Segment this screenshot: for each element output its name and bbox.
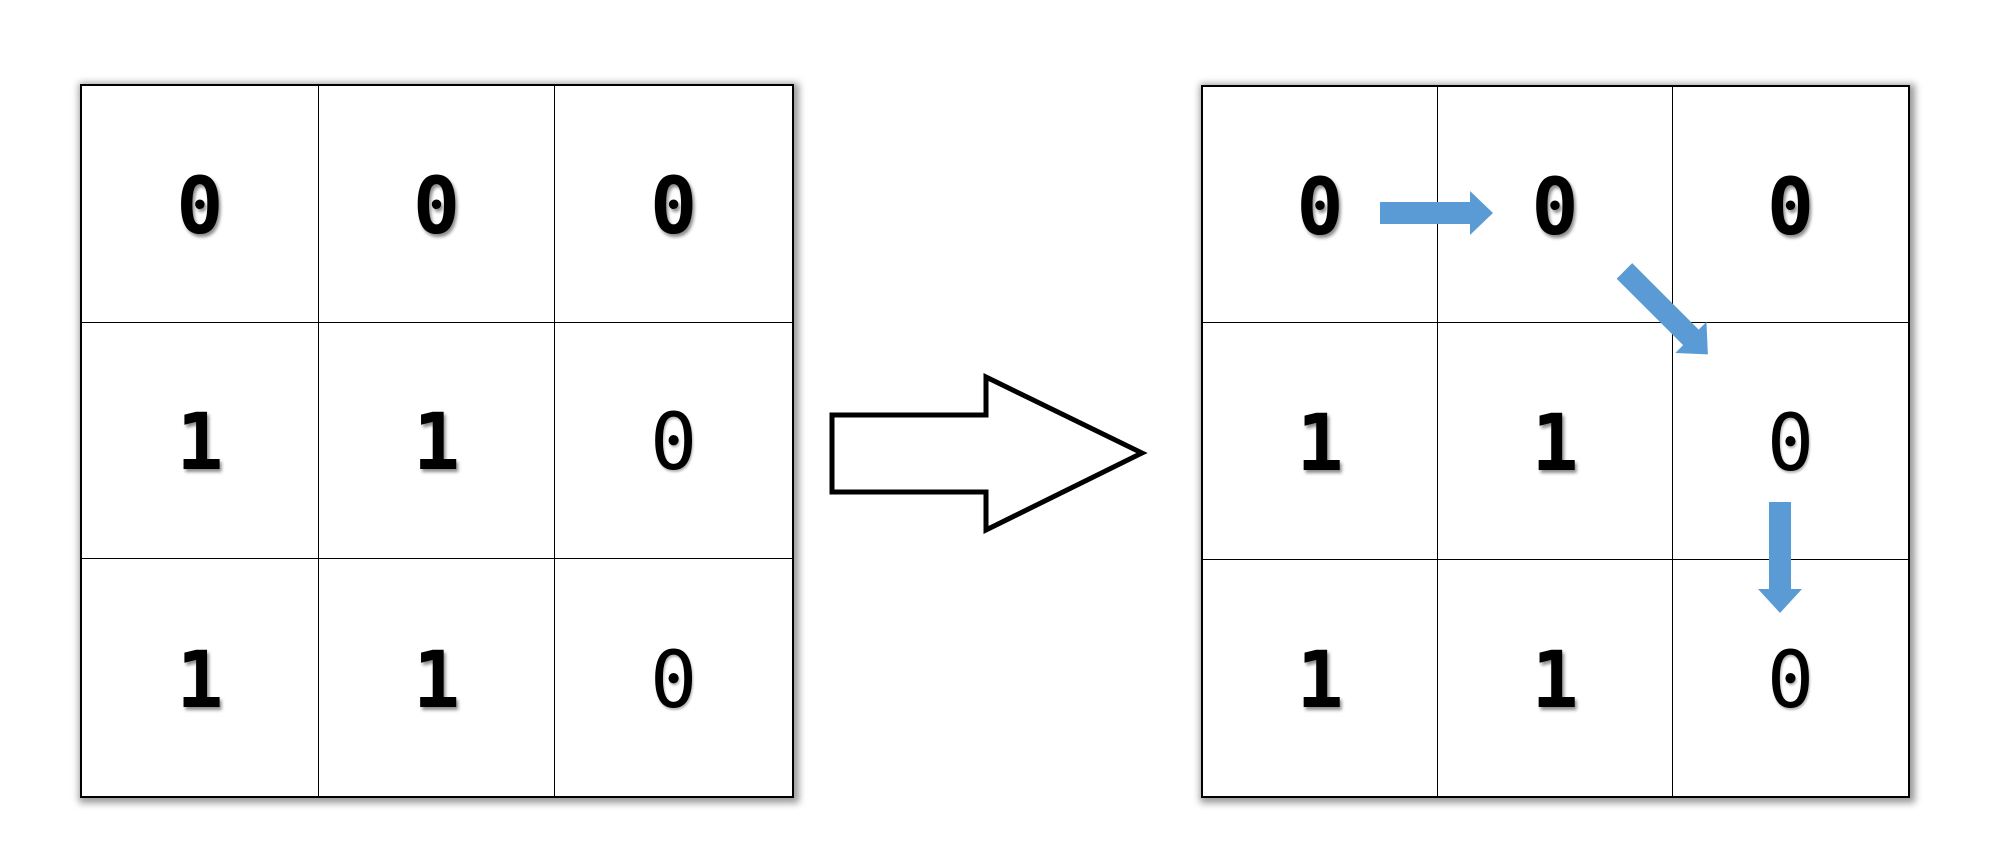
cell-value: 1: [413, 398, 460, 489]
path-arrow-down-right-icon: [1616, 263, 1708, 355]
cell-value: 1: [413, 635, 460, 726]
cell-value: 0: [1531, 162, 1579, 253]
cell-value: 1: [176, 635, 224, 726]
cell-value: 1: [176, 398, 224, 489]
cell-value: 0: [650, 161, 698, 252]
grid-cell-r0c1: 0: [1438, 87, 1673, 324]
grid-cell-r2c0: 1: [82, 559, 319, 796]
grid-cell-r2c1: 1: [319, 559, 556, 796]
grid-cell-r0c1: 0: [318, 86, 556, 323]
cell-value: 0: [413, 161, 460, 252]
grid-cell-r2c1: 1: [1438, 559, 1673, 796]
cell-value: 0: [1767, 635, 1814, 726]
cell-value: 0: [650, 398, 698, 489]
grid-cell-r1c0: 1: [82, 322, 319, 560]
path-arrow-right-icon: [1380, 191, 1493, 235]
cell-value: 1: [1531, 398, 1579, 489]
cell-value: 1: [1296, 398, 1344, 489]
cell-value: 1: [1296, 635, 1344, 726]
cell-value: 0: [650, 635, 698, 726]
grid-cell-r1c2: 0: [1673, 323, 1908, 560]
grid-cell-r1c1: 1: [1438, 323, 1673, 560]
grid-cell-r2c2: 0: [1673, 560, 1908, 796]
cell-value: 0: [1767, 398, 1814, 489]
transform-arrow-icon: [829, 373, 1148, 535]
path-arrow-down-icon: [1758, 502, 1802, 613]
cell-value: 0: [1296, 162, 1344, 253]
grid-cell-r1c1: 1: [318, 322, 556, 560]
grid-cell-r2c2: 0: [555, 559, 792, 796]
cell-value: 1: [1531, 635, 1579, 726]
grid-cell-r2c0: 1: [1203, 559, 1438, 796]
left-matrix-grid: 0 0 0 1 1 0 1 1 0: [80, 84, 794, 798]
cell-value: 0: [1767, 162, 1814, 253]
grid-cell-r0c2: 0: [555, 86, 792, 323]
grid-cell-r1c0: 1: [1203, 323, 1438, 560]
right-matrix-grid: 0 0 0 1 1 0 1 1 0: [1201, 85, 1910, 798]
grid-cell-r0c2: 0: [1673, 87, 1908, 324]
grid-cell-r1c2: 0: [555, 323, 792, 560]
grid-cell-r0c0: 0: [82, 86, 319, 323]
cell-value: 0: [176, 161, 224, 252]
